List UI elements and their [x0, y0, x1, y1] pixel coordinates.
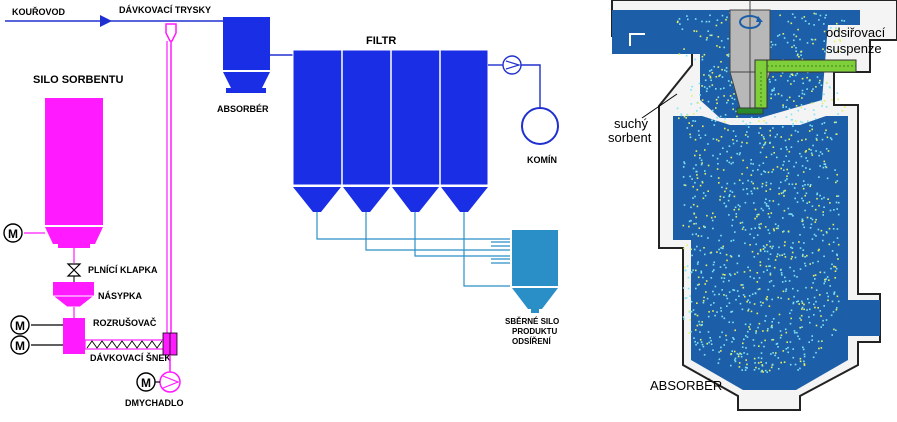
breaker-motor-icon: M [10, 315, 30, 335]
filling-flap-label: PLNÍCÍ KLAPKA [88, 265, 158, 275]
suspension-pipe [754, 59, 857, 109]
hopper-label: NÁSYPKA [98, 291, 143, 301]
svg-text:M: M [15, 339, 25, 353]
desulfurization-suspension-label-1: odsiřovací [826, 25, 886, 40]
chimney-label: KOMÍN [527, 155, 557, 165]
blower-label: DMYCHADLO [125, 398, 184, 408]
breaker [63, 318, 85, 336]
filling-flap-valve-icon [66, 263, 82, 277]
filter-label: FILTR [366, 35, 396, 47]
collection-silo-label-1: SBĚRNÉ SILO [505, 317, 559, 326]
svg-text:M: M [141, 376, 151, 390]
exhaust-fan-icon [502, 55, 522, 75]
sorbent-silo [45, 98, 103, 263]
chimney-icon [521, 107, 559, 145]
dry-sorbent-leader [641, 93, 678, 119]
right-absorber-detail: odsiřovací suspenze suchý sorbent ABSORB… [608, 0, 897, 411]
silo-motor-icon: M [3, 223, 23, 243]
absorber-label: ABSORBÉR [217, 104, 269, 114]
absorber-detail-label: ABSORBÉR [650, 378, 722, 393]
hopper [51, 282, 96, 318]
blower-icon [159, 371, 181, 393]
collection-silo [512, 230, 558, 313]
vessel-interior [673, 116, 880, 390]
desulfurization-suspension-label-2: suspenze [826, 41, 882, 56]
filter-unit [292, 49, 489, 212]
blower-motor-icon: M [136, 372, 156, 392]
product-conveying-lines [316, 212, 510, 287]
dosing-screw [63, 332, 178, 356]
dosing-screw-label: DÁVKOVACÍ ŠNEK [90, 352, 171, 363]
dry-sorbent-label-1: suchý [614, 116, 648, 131]
breaker-label: ROZRUŠOVAČ [93, 317, 157, 328]
flow-arrow-icon [100, 15, 112, 27]
screw-motor-icon: M [10, 335, 30, 355]
dosing-nozzles-label: DÁVKOVACÍ TRYSKY [119, 5, 211, 15]
dry-sorbent-pipe [629, 33, 645, 46]
collection-silo-label-3: ODSÍŘENÍ [512, 337, 551, 346]
flue-gas-label: KOUŘOVOD [12, 6, 66, 17]
absorber-vessel [223, 17, 270, 93]
svg-text:M: M [8, 227, 18, 241]
left-process-flow: KOUŘOVOD DÁVKOVACÍ TRYSKY ABSORBÉR FILTR [3, 5, 559, 408]
svg-text:M: M [15, 319, 25, 333]
collection-silo-label-2: PRODUKTU [512, 327, 558, 336]
sorbent-silo-label: SILO SORBENTU [33, 74, 124, 86]
dry-sorbent-label-2: sorbent [608, 130, 652, 145]
dosing-nozzle [165, 23, 177, 340]
particle-cloud [676, 12, 846, 373]
